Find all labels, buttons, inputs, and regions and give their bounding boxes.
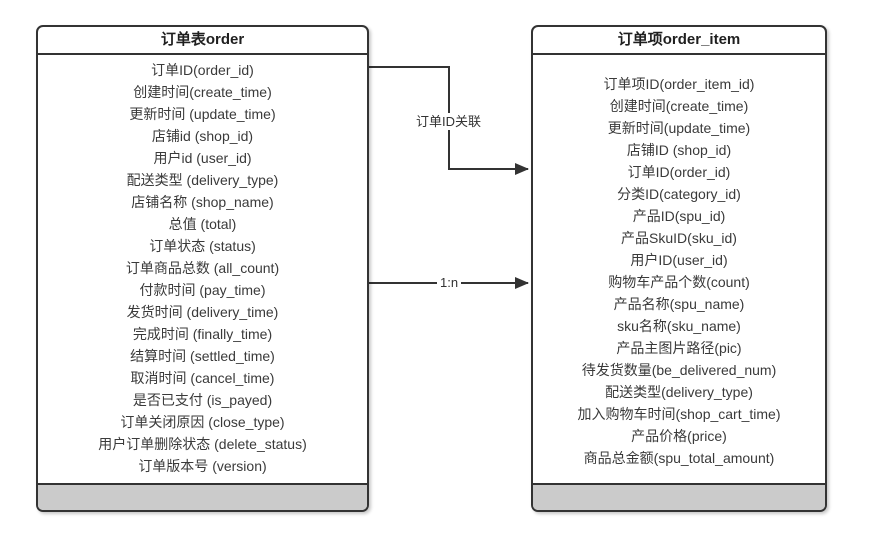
field-row: 用户订单删除状态 (delete_status) — [98, 436, 307, 452]
table-order-fields: 订单ID(order_id) 创建时间(create_time) 更新时间 (u… — [38, 55, 367, 483]
field-row: 产品名称(spu_name) — [613, 296, 745, 312]
field-row: 是否已支付 (is_payed) — [132, 392, 273, 408]
field-row: 更新时间(update_time) — [607, 120, 751, 136]
field-row: 取消时间 (cancel_time) — [130, 370, 275, 386]
field-row: sku名称(sku_name) — [617, 318, 741, 334]
table-order-item-title: 订单项order_item — [533, 27, 825, 55]
field-row: 产品主图片路径(pic) — [616, 340, 742, 356]
field-row: 分类ID(category_id) — [617, 186, 741, 202]
field-row: 店铺id (shop_id) — [151, 128, 254, 144]
field-row: 订单项ID(order_item_id) — [603, 76, 755, 92]
field-row: 结算时间 (settled_time) — [130, 348, 275, 364]
connector-label-order-id-association: 订单ID关联 — [413, 113, 485, 130]
field-row: 产品SkuID(sku_id) — [621, 230, 737, 246]
field-row: 购物车产品个数(count) — [608, 274, 750, 290]
field-row: 创建时间(create_time) — [133, 84, 272, 100]
field-row: 用户ID(user_id) — [630, 252, 728, 268]
field-row: 用户id (user_id) — [153, 150, 252, 166]
field-row: 待发货数量(be_delivered_num) — [581, 362, 777, 378]
field-row: 配送类型 (delivery_type) — [126, 172, 279, 188]
field-row: 店铺ID (shop_id) — [626, 142, 732, 158]
field-row: 完成时间 (finally_time) — [132, 326, 273, 342]
field-row: 付款时间 (pay_time) — [139, 282, 266, 298]
entity-table-order-item: 订单项order_item 订单项ID(order_item_id) 创建时间(… — [531, 25, 827, 512]
field-row: 订单ID(order_id) — [627, 164, 731, 180]
entity-table-order: 订单表order 订单ID(order_id) 创建时间(create_time… — [36, 25, 369, 512]
field-row: 商品总金额(spu_total_amount) — [583, 450, 775, 466]
table-order-item-footer — [533, 483, 825, 510]
field-row: 总值 (total) — [168, 216, 237, 232]
table-order-item-fields: 订单项ID(order_item_id) 创建时间(create_time) 更… — [533, 55, 825, 483]
field-row: 加入购物车时间(shop_cart_time) — [577, 406, 781, 422]
field-row: 创建时间(create_time) — [609, 98, 749, 114]
field-row: 订单状态 (status) — [149, 238, 256, 254]
field-row: 发货时间 (delivery_time) — [126, 304, 279, 320]
field-row: 产品ID(spu_id) — [632, 208, 726, 224]
table-order-footer — [38, 483, 367, 510]
field-row: 配送类型(delivery_type) — [605, 384, 753, 400]
field-row: 订单关闭原因 (close_type) — [120, 414, 285, 430]
connector-label-cardinality-1n: 1:n — [437, 274, 462, 291]
field-row: 订单版本号 (version) — [138, 458, 267, 474]
field-row: 产品价格(price) — [631, 428, 727, 444]
field-row: 订单ID(order_id) — [151, 62, 254, 78]
field-row: 订单商品总数 (all_count) — [125, 260, 280, 276]
field-row: 店铺名称 (shop_name) — [131, 194, 274, 210]
table-order-title: 订单表order — [38, 27, 367, 55]
field-row: 更新时间 (update_time) — [129, 106, 276, 122]
